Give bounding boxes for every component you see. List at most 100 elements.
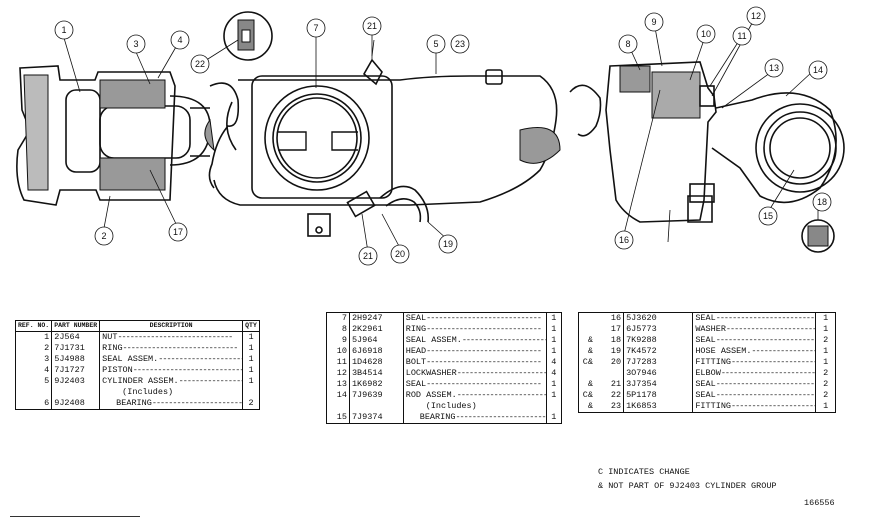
qty-cell [243, 387, 260, 398]
callout-bubble: 12 [746, 6, 766, 26]
callout-circle [438, 234, 458, 254]
qty-cell: 1 [248, 365, 254, 375]
description-text: FITTING [695, 357, 732, 367]
ref-no-cell: 2 [15, 343, 53, 354]
description-cell: FITTING [692, 357, 817, 368]
parts-table-header: REF. NO. PART NUMBER DESCRIPTION QTY [15, 320, 260, 332]
part-number-cell: 7J1731 [51, 343, 101, 354]
description-cell: SEAL [692, 379, 817, 390]
part-number-cell: 2H9247 [349, 312, 404, 324]
callout-bubble: 20 [390, 244, 410, 264]
part-number-cell: 3B4514 [349, 368, 404, 379]
qty-cell: 1 [248, 332, 254, 342]
leader-dots [158, 354, 241, 365]
table-row: 82K2961RING1 [326, 324, 562, 335]
leader-dots [721, 368, 815, 379]
table-row: 3O7946ELBOW2 [579, 368, 836, 379]
callout-circle [450, 34, 470, 54]
description-cell: SEAL [692, 312, 817, 324]
table-row: 176J5773WASHER1 [579, 324, 836, 335]
callout-circle [812, 192, 832, 212]
description-text: FITTING [695, 401, 732, 411]
part-number-header: PART NUMBER [51, 320, 101, 332]
callout-bubble: 3 [126, 34, 146, 54]
parts-table-2: 72H9247SEAL182K2961RING195J964SEAL ASSEM… [326, 312, 562, 424]
ref-no-cell: 8 [326, 324, 350, 335]
description-cell: ELBOW [692, 368, 817, 379]
part-number-cell: 9J2408 [51, 398, 101, 410]
qty-cell: 4 [551, 357, 557, 367]
callout-label: 3 [133, 39, 138, 49]
description-text: LOCKWASHER [405, 368, 457, 378]
qty-cell: 1 [248, 343, 254, 353]
callout-circle [696, 24, 716, 44]
qty-cell: 1 [823, 324, 829, 334]
leader-dots [462, 335, 545, 346]
ref-no-cell: 15 [326, 412, 350, 424]
leader-dots [133, 365, 242, 376]
callout-label: 23 [455, 39, 465, 49]
table-row: 157J9374BEARING1 [326, 412, 562, 424]
seal-detail-18 [801, 219, 835, 253]
description-cell: BOLT [403, 357, 547, 368]
leader-dots [457, 368, 545, 379]
callout-label: 14 [813, 65, 823, 75]
leader-dots [117, 332, 232, 343]
table-row: C&207J7283FITTING1 [579, 357, 836, 368]
note-mark: C& [582, 357, 593, 367]
description-cell: BEARING [99, 398, 244, 410]
part-number-cell: 7K4572 [623, 346, 694, 357]
callout-bubble: 23 [450, 34, 470, 54]
leader-dots [457, 390, 545, 401]
callout-label: 10 [701, 29, 711, 39]
not-part-note: & NOT PART OF 9J2403 CYLINDER GROUP [598, 481, 777, 491]
callout-label: 21 [363, 251, 373, 261]
ref-no-cell: 3 [15, 354, 53, 365]
description-cell: NUT [99, 331, 244, 343]
callout-label: 2 [101, 231, 106, 241]
note-mark [579, 313, 596, 325]
piston-section [16, 65, 211, 206]
ref-no-cell: 4 [15, 365, 53, 376]
note-mark [579, 324, 596, 335]
leader-dots [426, 346, 541, 357]
callout-bubble: 2 [94, 226, 114, 246]
table-row: 47J1727PISTON1 [15, 365, 260, 376]
table-row: &213J7354SEAL2 [579, 379, 836, 390]
callout-bubble: 13 [764, 58, 784, 78]
leader-dots [731, 357, 815, 368]
callout-circle [170, 30, 190, 50]
leader-dots [426, 313, 541, 324]
leader-dots [716, 313, 815, 324]
description-text: RING [405, 324, 427, 334]
notes-block: C INDICATES CHANGE & NOT PART OF 9J2403 … [598, 465, 777, 493]
part-number-cell: 3J7354 [623, 379, 694, 390]
callout-label: 15 [763, 211, 773, 221]
description-text: RING [102, 343, 123, 353]
callout-bubble: 9 [644, 12, 664, 32]
part-number-cell: 2K2961 [349, 324, 404, 335]
table-row: 72H9247SEAL1 [326, 312, 562, 324]
ref-no-cell: 1 [15, 331, 53, 343]
part-number-cell: 5J4988 [51, 354, 101, 365]
description-text: SEAL ASSEM. [102, 354, 159, 364]
leader-dots [726, 324, 815, 335]
description-cell: (Includes) [403, 401, 547, 412]
callout-bubble: 22 [190, 54, 210, 74]
description-text: SEAL [405, 379, 427, 389]
description-cell: FITTING [692, 401, 817, 413]
description-text: HOSE ASSEM. [695, 346, 752, 356]
callout-circle [54, 20, 74, 40]
head-assembly [569, 61, 845, 223]
table-row: 131K6982SEAL1 [326, 379, 562, 390]
description-cell: CYLINDER ASSEM. [99, 376, 244, 387]
description-cell: PISTON [99, 365, 244, 376]
part-number-cell: 6J5773 [623, 324, 694, 335]
callout-bubble: 14 [808, 60, 828, 80]
callout-bubble: 15 [758, 206, 778, 226]
leader-dots [716, 335, 815, 346]
description-cell: HEAD [403, 346, 547, 357]
